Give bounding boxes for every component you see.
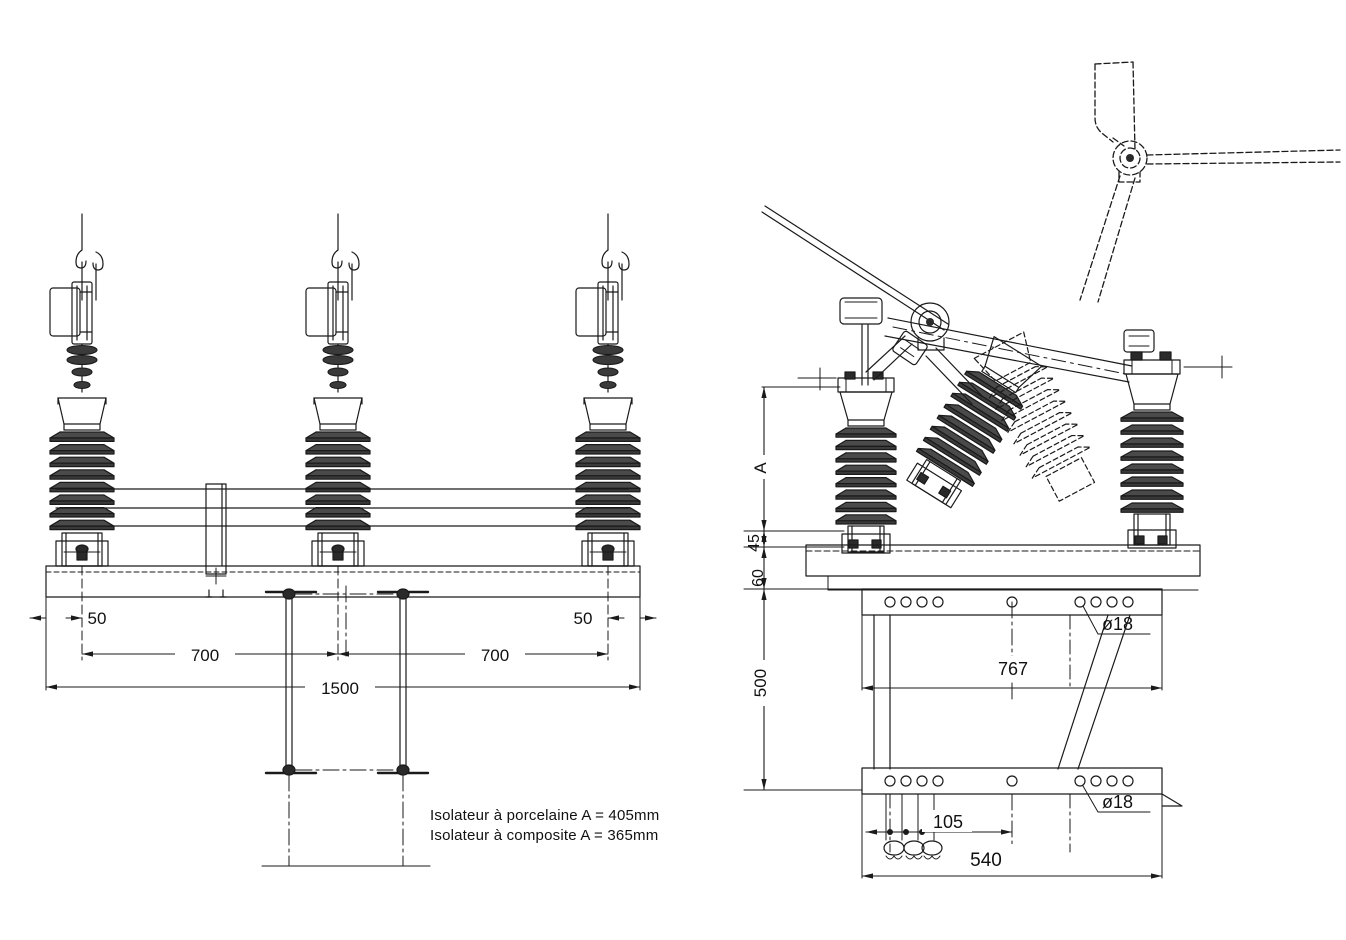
note-porcelain: Isolateur à porcelaine A = 405mm <box>430 807 660 824</box>
insulator-notes: Isolateur à porcelaine A = 405mm Isolate… <box>430 806 659 846</box>
side-center-rotating-insulator <box>906 336 1043 509</box>
dim-terminal-pad-height: 45 <box>746 534 763 552</box>
dim-insulator-height: A <box>751 462 770 474</box>
dim-base-frame-height: 60 <box>750 569 767 587</box>
dim-overall-width: 1500 <box>321 679 359 698</box>
dim-lower-hole-diameter: ø18 <box>1102 792 1133 812</box>
dim-upper-hole-diameter: ø18 <box>1102 614 1133 634</box>
insulator-sheds-2 <box>305 431 371 531</box>
side-lower-mounting-plate <box>861 767 1183 807</box>
side-pedestal <box>873 614 1131 770</box>
dim-upper-plate-width: 767 <box>998 659 1028 679</box>
front-base-frame <box>45 488 641 598</box>
insulator-sheds-3 <box>575 431 641 531</box>
dim-pedestal-height: 500 <box>751 669 770 697</box>
front-center-post <box>205 483 227 598</box>
open-position-center-insulator <box>973 331 1096 502</box>
phase-assembly-2 <box>305 213 371 567</box>
side-hinge-assembly <box>892 330 983 405</box>
side-right-insulator <box>1120 329 1233 549</box>
side-base-frame <box>805 544 1201 591</box>
dim-phase-spacing-right: 700 <box>481 646 509 665</box>
open-position-blade <box>1079 61 1341 303</box>
side-left-insulator <box>761 205 949 554</box>
side-main-linkage-arm <box>865 302 1133 383</box>
dim-bolt-group-spacing: 105 <box>933 812 963 832</box>
insulator-sheds-1 <box>49 431 115 531</box>
dim-lower-plate-width: 540 <box>970 850 1002 871</box>
side-view-dimensions: A 45 60 500 767 ø18 ø18 <box>743 367 1163 879</box>
front-support-legs <box>261 585 431 867</box>
phase-assembly-3 <box>575 213 641 567</box>
note-composite: Isolateur à composite A = 365mm <box>430 827 659 844</box>
front-view-dimensions: 50 50 700 700 1500 <box>29 565 657 698</box>
dim-phase-spacing-left: 700 <box>191 646 219 665</box>
dim-left-offset: 50 <box>88 609 107 628</box>
dim-right-offset: 50 <box>574 609 593 628</box>
phase-assembly-1 <box>49 213 115 567</box>
